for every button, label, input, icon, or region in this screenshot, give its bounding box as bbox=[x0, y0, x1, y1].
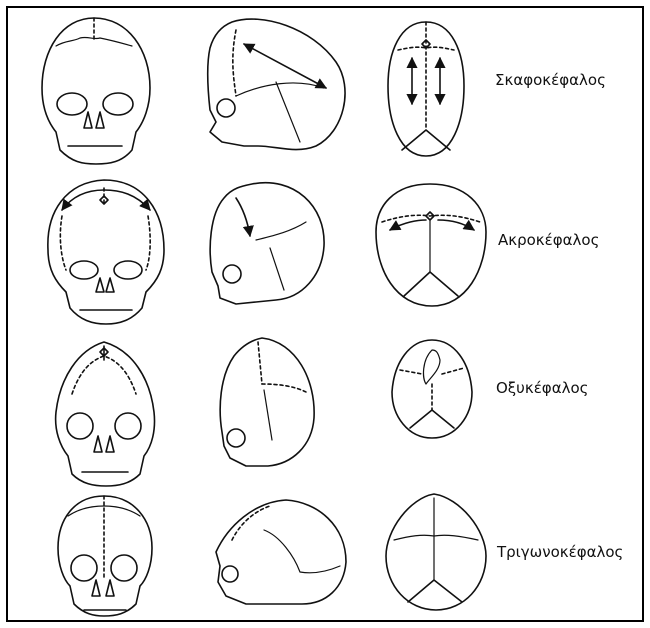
skull-front-view bbox=[42, 18, 150, 164]
figure-frame bbox=[7, 7, 643, 621]
skull-front-view bbox=[56, 342, 155, 486]
skull-top-view bbox=[388, 22, 464, 156]
skull-front-view bbox=[48, 180, 164, 324]
skull-side-view bbox=[208, 19, 345, 149]
row-label-acrocephaly: Ακροκέφαλος bbox=[498, 231, 599, 249]
row-label-oxycephaly: Οξυκέφαλος bbox=[496, 379, 588, 397]
skull-front-view bbox=[58, 496, 152, 616]
row-oxycephaly bbox=[56, 338, 472, 486]
skull-top-view bbox=[386, 494, 486, 610]
skull-side-view bbox=[216, 500, 346, 604]
skull-side-view bbox=[220, 338, 314, 466]
skull-top-view bbox=[392, 340, 472, 438]
skull-top-view bbox=[376, 184, 486, 306]
row-trigonocephaly bbox=[58, 494, 486, 616]
row-label-trigonocephaly: Τριγωνοκέφαλος bbox=[496, 543, 623, 561]
row-scaphocephaly bbox=[42, 18, 464, 164]
row-acrocephaly bbox=[48, 180, 486, 324]
skull-side-view bbox=[210, 183, 324, 304]
row-label-scaphocephaly: Σκαφοκέφαλος bbox=[495, 71, 606, 89]
